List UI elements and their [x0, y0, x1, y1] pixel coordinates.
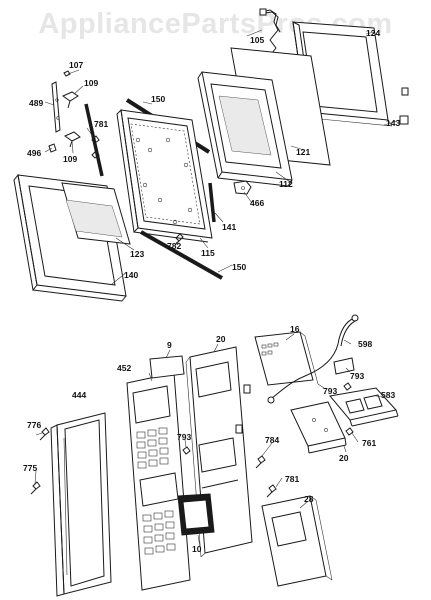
label-489: 489 — [29, 98, 43, 108]
part-761-screw — [345, 427, 354, 436]
label-28: 28 — [304, 494, 314, 504]
label-776: 776 — [27, 420, 41, 430]
part-109-hinge-top — [61, 91, 79, 109]
part-112-door-frame — [197, 71, 293, 187]
label-20a: 20 — [216, 334, 226, 344]
part-598-wire-assembly — [267, 314, 359, 404]
part-489-hinge-bar — [51, 81, 61, 133]
label-781a: 781 — [94, 119, 108, 129]
label-775: 775 — [23, 463, 37, 473]
part-784-screw — [255, 455, 266, 469]
label-444: 444 — [72, 390, 86, 400]
label-150b: 150 — [232, 262, 246, 272]
part-775-screw — [30, 481, 41, 495]
part-793-screw-left — [182, 446, 191, 455]
part-109-hinge-bottom — [63, 131, 81, 148]
part-123-window — [61, 182, 131, 245]
part-781-screw-bottom — [266, 484, 277, 498]
label-20b: 20 — [339, 453, 349, 463]
part-28-shield-plate — [261, 495, 333, 587]
label-109b: 109 — [63, 154, 77, 164]
label-121: 121 — [296, 147, 310, 157]
label-112: 112 — [279, 179, 293, 189]
part-16-control-board — [254, 331, 319, 386]
label-761: 761 — [362, 438, 376, 448]
label-9: 9 — [167, 340, 172, 350]
keypad-buttons-lower — [142, 510, 176, 555]
label-140: 140 — [124, 270, 138, 280]
label-141: 141 — [222, 222, 236, 232]
label-583: 583 — [381, 390, 395, 400]
label-124: 124 — [366, 28, 380, 38]
part-496-spring — [48, 143, 57, 153]
part-109-strip — [84, 103, 104, 177]
label-105: 105 — [250, 35, 264, 45]
label-782: 782 — [167, 241, 181, 251]
part-150-gasket-bottom — [140, 230, 223, 280]
keypad-buttons-upper — [136, 427, 169, 469]
part-20-bracket — [290, 401, 347, 454]
label-16: 16 — [290, 324, 300, 334]
label-452: 452 — [117, 363, 131, 373]
label-123: 123 — [130, 249, 144, 259]
leader-lines-top — [44, 29, 401, 285]
part-444-bezel — [50, 412, 112, 597]
label-143: 143 — [386, 118, 400, 128]
small-clip-right — [399, 87, 409, 125]
part-115-inner-door — [116, 108, 213, 243]
label-496: 496 — [27, 148, 41, 158]
label-466: 466 — [250, 198, 264, 208]
label-793a: 793 — [350, 371, 364, 381]
part-452-keypad — [126, 372, 191, 591]
leader-lines-bottom — [34, 333, 383, 548]
part-583-relay-board — [329, 387, 399, 427]
label-793b: 793 — [323, 386, 337, 396]
label-598: 598 — [358, 339, 372, 349]
label-793c: 793 — [177, 432, 191, 442]
part-labels: 105 124 143 107 109 489 150 781 496 109 … — [23, 28, 400, 554]
part-776-screw — [39, 427, 50, 441]
part-793-screw-right — [343, 382, 352, 391]
label-150a: 150 — [151, 94, 165, 104]
label-781b: 781 — [285, 474, 299, 484]
label-10: 10 — [192, 544, 202, 554]
part-10-window-frame — [177, 493, 215, 536]
label-109a: 109 — [84, 78, 98, 88]
label-115: 115 — [201, 248, 215, 258]
part-782-screw — [174, 233, 184, 246]
part-9-label — [149, 355, 185, 379]
label-107: 107 — [69, 60, 83, 70]
part-connector-block — [333, 357, 355, 375]
label-784: 784 — [265, 435, 279, 445]
part-107-pin — [63, 70, 71, 77]
part-466-latch — [233, 180, 252, 195]
part-141-strip — [208, 182, 216, 223]
